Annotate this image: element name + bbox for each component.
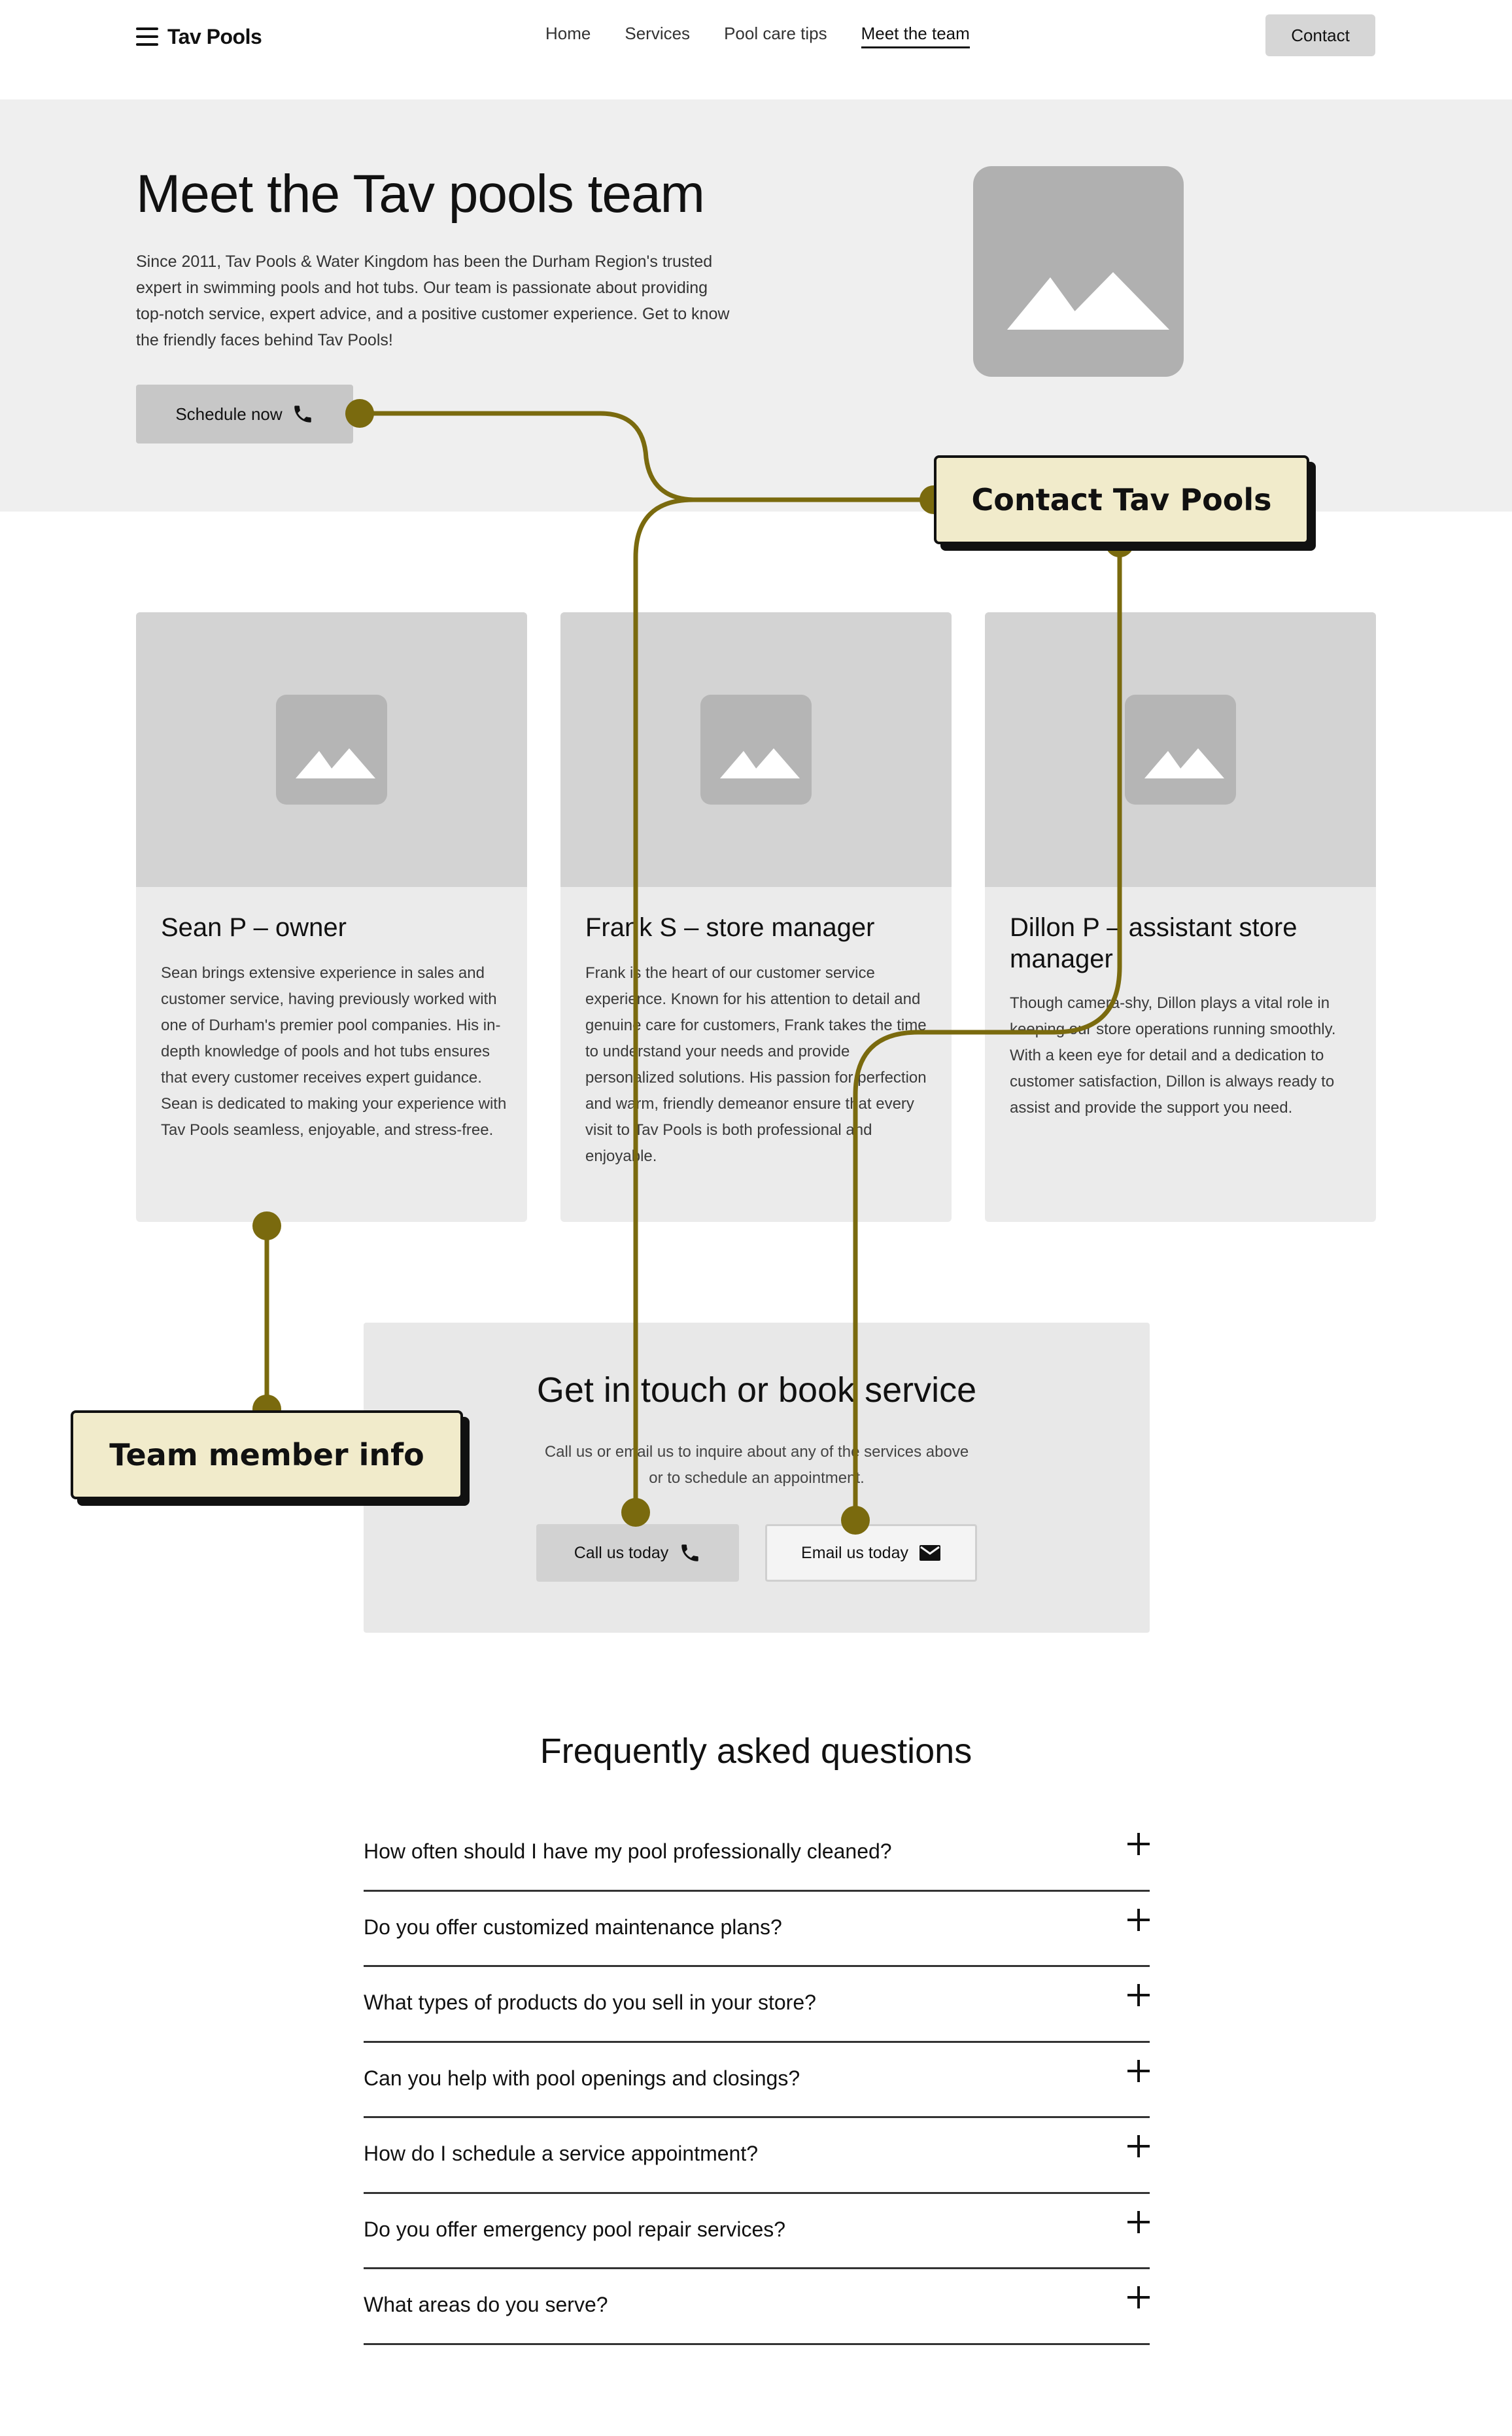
plus-icon[interactable] — [1127, 2210, 1150, 2233]
plus-icon[interactable] — [1127, 1833, 1150, 1855]
schedule-now-label: Schedule now — [175, 404, 283, 424]
team-card-frank: Frank S – store manager Frank is the hea… — [560, 612, 952, 1222]
team-member-bio: Sean brings extensive experience in sale… — [161, 964, 507, 1139]
image-placeholder-icon — [1007, 272, 1169, 330]
team-card-sean: Sean P – owner Sean brings extensive exp… — [136, 612, 527, 1222]
call-us-button[interactable]: Call us today — [536, 1524, 739, 1582]
faq-question: Do you offer customized maintenance plan… — [364, 1915, 782, 1939]
team-member-bio: Though camera-shy, Dillon plays a vital … — [1010, 994, 1336, 1117]
team-member-name: Dillon P – assistant store manager — [1010, 913, 1297, 973]
nav-pool-care-tips[interactable]: Pool care tips — [724, 24, 827, 43]
schedule-now-button[interactable]: Schedule now — [136, 385, 353, 444]
plus-icon[interactable] — [1127, 2135, 1150, 2157]
nav-meet-the-team[interactable]: Meet the team — [861, 24, 970, 48]
plus-icon[interactable] — [1127, 1908, 1150, 1931]
mail-icon — [919, 1545, 940, 1561]
plus-icon[interactable] — [1127, 2059, 1150, 2082]
phone-icon — [294, 406, 311, 423]
annotation-team-note: Team member info — [71, 1410, 463, 1499]
logo[interactable]: Tav Pools — [136, 22, 262, 51]
contact-section: Get in touch or book service Call us or … — [364, 1323, 1150, 1633]
faq-question: How do I schedule a service appointment? — [364, 2142, 759, 2165]
image-placeholder-icon — [720, 748, 800, 778]
faq-question: What areas do you serve? — [364, 2293, 608, 2316]
faq-title: Frequently asked questions — [540, 1731, 972, 1771]
image-placeholder-icon — [1144, 748, 1224, 778]
logo-text: Tav Pools — [167, 24, 262, 48]
phone-icon — [681, 1544, 699, 1561]
contact-button[interactable]: Contact — [1265, 14, 1375, 56]
faq-item[interactable]: Do you offer emergency pool repair servi… — [364, 2194, 1150, 2269]
hero-description: Since 2011, Tav Pools & Water Kingdom ha… — [136, 252, 730, 349]
annotation-contact-note: Contact Tav Pools — [934, 455, 1309, 544]
team-photo-placeholder — [560, 612, 952, 887]
site-header: Tav Pools Home Services Pool care tips M… — [0, 0, 1512, 99]
plus-icon[interactable] — [1127, 1984, 1150, 2006]
contact-text: Call us or email us to inquire about any… — [544, 1443, 969, 1487]
page-title: Meet the Tav pools team — [136, 164, 705, 224]
team-photo-placeholder — [136, 612, 527, 887]
team-member-name: Sean P – owner — [161, 913, 347, 942]
hero-section: Meet the Tav pools team Since 2011, Tav … — [0, 99, 1512, 512]
faq-list: How often should I have my pool professi… — [364, 1816, 1150, 2345]
faq-item[interactable]: What areas do you serve? — [364, 2269, 1150, 2345]
team-member-name: Frank S – store manager — [585, 913, 875, 942]
faq-item[interactable]: Can you help with pool openings and clos… — [364, 2043, 1150, 2118]
team-photo-placeholder — [985, 612, 1376, 887]
faq-question: Can you help with pool openings and clos… — [364, 2066, 800, 2090]
faq-item[interactable]: How often should I have my pool professi… — [364, 1816, 1150, 1892]
image-placeholder-icon — [296, 748, 375, 778]
email-us-button[interactable]: Email us today — [765, 1524, 977, 1582]
faq-question: Do you offer emergency pool repair servi… — [364, 2217, 786, 2241]
menu-icon[interactable] — [136, 27, 158, 46]
hero-image-placeholder — [973, 166, 1184, 377]
plus-icon[interactable] — [1127, 2286, 1150, 2308]
contact-title: Get in touch or book service — [536, 1370, 977, 1410]
main-nav: Home Services Pool care tips Meet the te… — [545, 24, 970, 48]
faq-item[interactable]: What types of products do you sell in yo… — [364, 1967, 1150, 2043]
nav-home[interactable]: Home — [545, 24, 591, 43]
team-card-dillon: Dillon P – assistant store manager Thoug… — [985, 612, 1376, 1222]
team-member-bio: Frank is the heart of our customer servi… — [585, 964, 927, 1165]
nav-services[interactable]: Services — [625, 24, 691, 43]
faq-item[interactable]: Do you offer customized maintenance plan… — [364, 1892, 1150, 1967]
email-us-label: Email us today — [801, 1543, 908, 1562]
call-us-label: Call us today — [574, 1543, 669, 1562]
faq-question: How often should I have my pool professi… — [364, 1839, 892, 1863]
faq-item[interactable]: How do I schedule a service appointment? — [364, 2118, 1150, 2194]
faq-question: What types of products do you sell in yo… — [364, 1991, 816, 2014]
